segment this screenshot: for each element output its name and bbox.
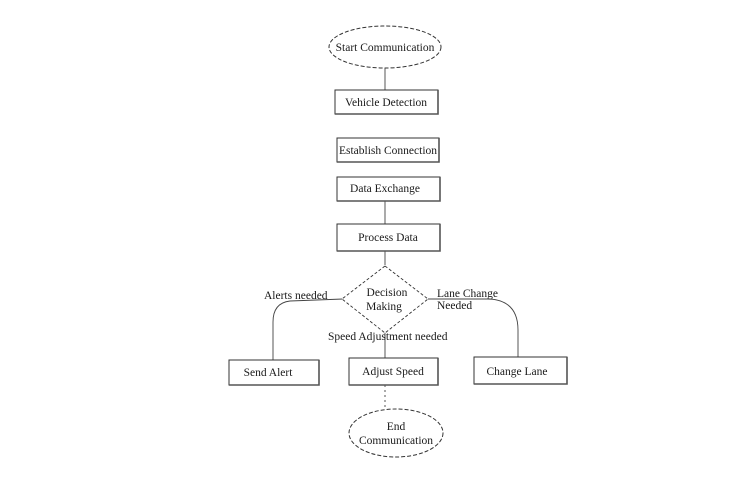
vehicle-detection-node: Vehicle Detection	[334, 89, 439, 115]
process-data-label: Process Data	[358, 232, 418, 244]
process-data-box	[336, 223, 441, 252]
edge-label-lane-change-line2: Needed	[437, 300, 472, 312]
vehicle-detection-label: Vehicle Detection	[345, 97, 427, 109]
end-label-line1: End	[387, 421, 406, 433]
adjust-speed-box	[348, 357, 439, 386]
data-exchange-node: Data Exchange	[336, 176, 441, 202]
change-lane-box-shadow	[474, 357, 568, 385]
decision-diamond	[341, 265, 429, 334]
start-label: Start Communication	[336, 42, 435, 54]
end-label-line2: Communication	[359, 435, 433, 447]
establish-connection-label: Establish Connection	[339, 145, 437, 157]
process-data-box-shadow	[337, 224, 441, 252]
start-ellipse	[328, 25, 442, 69]
edge-label-lane-change-line1: Lane Change	[437, 288, 498, 300]
decision-label-line2: Making	[366, 301, 402, 313]
decision-label-line1: Decision	[367, 287, 408, 299]
end-node: End Communication	[348, 408, 444, 458]
decision-node: Decision Making	[341, 265, 429, 334]
end-ellipse	[348, 408, 444, 458]
change-lane-node: Change Lane	[473, 356, 568, 385]
send-alert-box-shadow	[229, 360, 320, 386]
connector-decision-to-send-alert	[272, 298, 344, 360]
establish-connection-box-shadow	[337, 138, 440, 163]
start-node: Start Communication	[328, 25, 442, 69]
establish-connection-node: Establish Connection	[336, 137, 440, 163]
establish-connection-box	[336, 137, 440, 163]
vehicle-detection-box-shadow	[335, 90, 439, 115]
adjust-speed-node: Adjust Speed	[348, 357, 439, 386]
edge-label-alerts-needed: Alerts needed	[264, 290, 328, 302]
process-data-node: Process Data	[336, 223, 441, 252]
data-exchange-label: Data Exchange	[350, 183, 420, 195]
adjust-speed-label: Adjust Speed	[362, 366, 424, 378]
connector-decision-to-change-lane	[428, 298, 519, 357]
adjust-speed-box-shadow	[349, 358, 439, 386]
change-lane-label: Change Lane	[487, 366, 548, 378]
data-exchange-box-shadow	[337, 177, 441, 202]
send-alert-label: Send Alert	[244, 367, 294, 379]
edge-label-speed-adjustment: Speed Adjustment needed	[328, 331, 448, 343]
send-alert-box	[228, 359, 320, 386]
send-alert-node: Send Alert	[228, 359, 320, 386]
